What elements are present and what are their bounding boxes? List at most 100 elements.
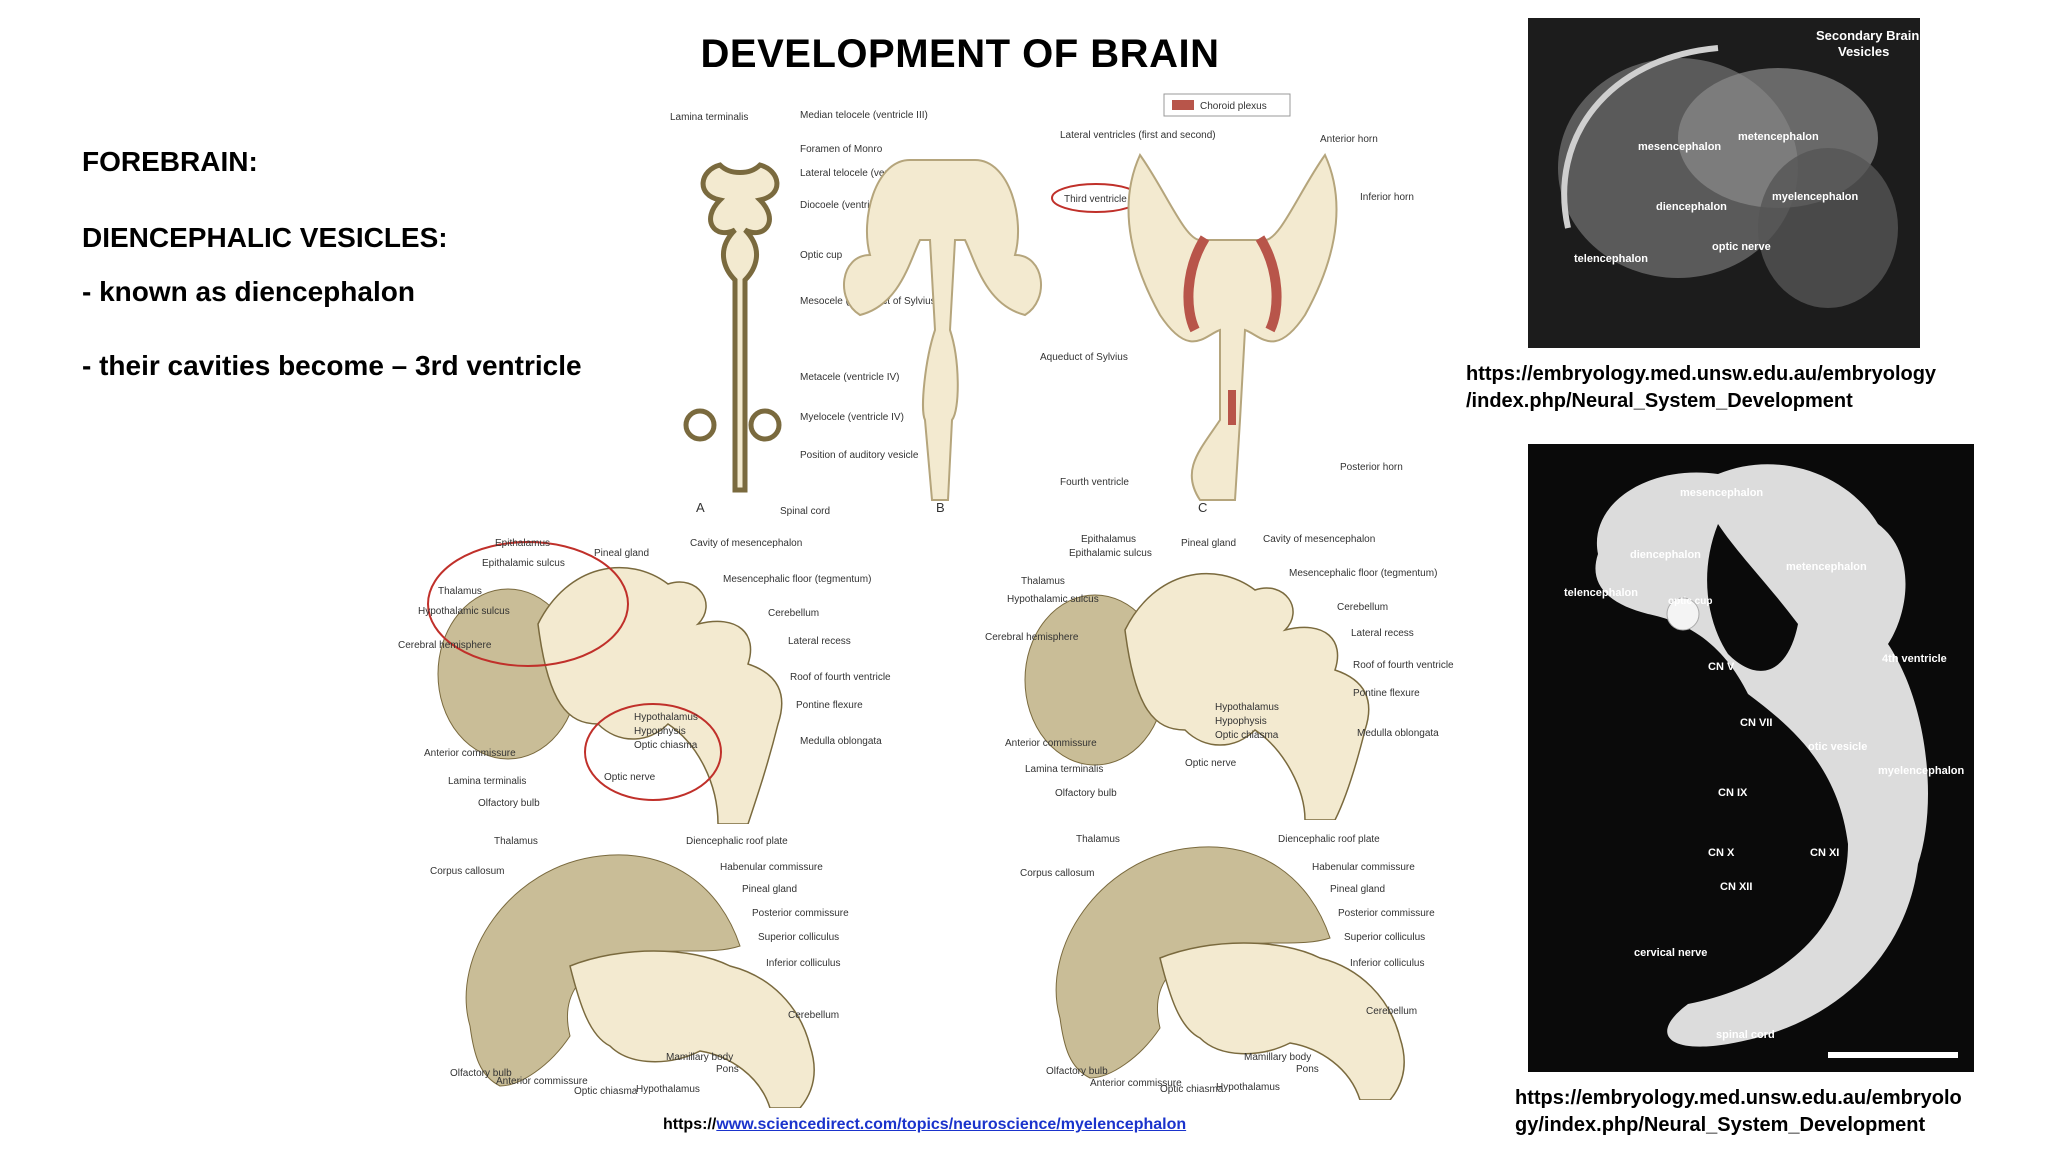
bl-label-olfactory-bulb: Olfactory bulb — [450, 1068, 512, 1079]
label-optic-cup: Optic cup — [800, 250, 843, 261]
bl-brainstem-shape — [569, 950, 815, 1108]
label-auditory-vesicle: Position of auditory vesicle — [800, 450, 919, 461]
br-label-thalamus: Thalamus — [1076, 834, 1120, 845]
bl-label-anterior-commissure: Anterior commissure — [496, 1076, 588, 1087]
mr-label-mesencephalic-floor: Mesencephalic floor (tegmentum) — [1289, 568, 1437, 579]
mr-label-olfactory-bulb: Olfactory bulb — [1055, 788, 1117, 799]
mr-label-hypophysis: Hypophysis — [1215, 716, 1267, 727]
ml-label-anterior-commissure: Anterior commissure — [424, 748, 516, 759]
sagittal-diagram-left: Epithalamus Epithalamic sulcus Thalamus … — [398, 538, 891, 824]
mr-diencephalon-shape — [1124, 572, 1370, 820]
bl-label-inferior-colliculus: Inferior colliculus — [766, 958, 840, 969]
panel-c-ventricles — [1127, 153, 1338, 501]
embryo-photo-bottom: mesencephalon diencephalon metencephalon… — [1528, 444, 1974, 1072]
adult-diagram-right: Thalamus Corpus callosum Diencephalic ro… — [1020, 834, 1435, 1100]
label-fourth-ventricle: Fourth ventricle — [1060, 477, 1129, 488]
mr-label-lamina-terminalis: Lamina terminalis — [1025, 764, 1103, 775]
mr-label-cerebellum: Cerebellum — [1337, 602, 1388, 613]
bl-label-corpus-callosum: Corpus callosum — [430, 866, 504, 877]
photo-bottom-caption-line1: https://embryology.med.unsw.edu.au/embry… — [1515, 1087, 1962, 1109]
br-label-habenular-commissure: Habenular commissure — [1312, 862, 1415, 873]
label-inferior-horn: Inferior horn — [1360, 192, 1414, 203]
mr-label-lateral-recess: Lateral recess — [1351, 628, 1414, 639]
br-label-cerebellum: Cerebellum — [1366, 1006, 1417, 1017]
br-label-anterior-commissure: Anterior commissure — [1090, 1078, 1182, 1089]
ml-label-pineal-gland: Pineal gland — [594, 548, 649, 559]
mr-label-cavity-mesencephalon: Cavity of mesencephalon — [1263, 534, 1375, 545]
ml-label-medulla-oblongata: Medulla oblongata — [800, 736, 882, 747]
mr-label-thalamus: Thalamus — [1021, 576, 1065, 587]
bl-label-cerebellum: Cerebellum — [788, 1010, 839, 1021]
mr-label-pontine-flexure: Pontine flexure — [1353, 688, 1420, 699]
br-label-olfactory-bulb: Olfactory bulb — [1046, 1066, 1108, 1077]
photo-bottom-caption-line2: gy/index.php/Neural_System_Development — [1515, 1114, 1926, 1136]
sciencedirect-link[interactable]: www.sciencedirect.com/topics/neuroscienc… — [716, 1116, 1187, 1133]
photo-top-heading-2: Vesicles — [1838, 44, 1889, 59]
photo-bottom-telencephalon: telencephalon — [1564, 587, 1638, 599]
br-hemisphere-shape — [1055, 846, 1331, 1079]
ml-label-cavity-mesencephalon: Cavity of mesencephalon — [690, 538, 802, 549]
photo-top-metencephalon: metencephalon — [1738, 131, 1819, 143]
photo-top-heading-1: Secondary Brain — [1816, 28, 1919, 43]
panel-a-tube — [683, 162, 782, 493]
bl-label-posterior-commissure: Posterior commissure — [752, 908, 849, 919]
br-label-pons: Pons — [1296, 1064, 1319, 1075]
bl-label-optic-chiasma: Optic chiasma — [574, 1086, 638, 1097]
bl-label-thalamus: Thalamus — [494, 836, 538, 847]
label-anterior-horn: Anterior horn — [1320, 134, 1378, 145]
mr-label-optic-chiasma: Optic chiasma — [1215, 730, 1279, 741]
source-credit-prefix: https:// — [663, 1116, 717, 1133]
ventricle-diagram: Choroid plexus A Lamina terminalis Media… — [670, 93, 1414, 517]
label-myelocele: Myelocele (ventricle IV) — [800, 412, 904, 423]
photo-top-mesencephalon: mesencephalon — [1638, 141, 1721, 153]
photo-bottom-cn-v: CN V — [1708, 661, 1735, 673]
mr-label-optic-nerve: Optic nerve — [1185, 758, 1237, 769]
br-label-hypothalamus: Hypothalamus — [1216, 1082, 1280, 1093]
photo-bottom-cn-xi: CN XI — [1810, 847, 1839, 859]
label-posterior-horn: Posterior horn — [1340, 462, 1403, 473]
photo-bottom-optic-cup: optic cup — [1668, 596, 1712, 607]
label-metacele: Metacele (ventricle IV) — [800, 372, 899, 383]
photo-bottom-caption: https://embryology.med.unsw.edu.au/embry… — [1515, 1085, 1962, 1139]
label-lateral-telocele: Lateral telocele (ventricle II) — [800, 168, 923, 179]
ml-label-thalamus: Thalamus — [438, 586, 482, 597]
bl-label-superior-colliculus: Superior colliculus — [758, 932, 839, 943]
label-aqueduct-sylvius: Aqueduct of Sylvius — [1040, 352, 1128, 363]
panel-a-letter: A — [696, 500, 705, 515]
photo-top-diencephalon: diencephalon — [1656, 201, 1727, 213]
choroid-right — [1255, 235, 1282, 333]
point-known-as: - known as diencephalon — [82, 276, 415, 307]
photo-bottom-spinal-cord: spinal cord — [1716, 1029, 1775, 1041]
photo-bottom-cervical-nerve: cervical nerve — [1634, 947, 1707, 959]
panel-b-ventricles — [843, 159, 1042, 501]
ml-label-optic-chiasma: Optic chiasma — [634, 740, 698, 751]
br-label-corpus-callosum: Corpus callosum — [1020, 868, 1094, 879]
photo-bottom-cn-vii: CN VII — [1740, 717, 1772, 729]
mr-label-hypothalamic-sulcus: Hypothalamic sulcus — [1007, 594, 1099, 605]
label-median-telocele: Median telocele (ventricle III) — [800, 110, 928, 121]
br-label-mamillary-body: Mamillary body — [1244, 1052, 1311, 1063]
br-label-posterior-commissure: Posterior commissure — [1338, 908, 1435, 919]
panel-c-letter: C — [1198, 500, 1207, 515]
hypothalamus-highlight — [584, 703, 722, 801]
mr-label-epithalamus: Epithalamus — [1081, 534, 1136, 545]
legend-label: Choroid plexus — [1200, 101, 1267, 112]
br-label-superior-colliculus: Superior colliculus — [1344, 932, 1425, 943]
panel-b-letter: B — [936, 500, 945, 515]
ml-label-olfactory-bulb: Olfactory bulb — [478, 798, 540, 809]
sagittal-diagram-right: Epithalamus Epithalamic sulcus Thalamus … — [985, 534, 1454, 820]
photo-bottom-cn-ix: CN IX — [1718, 787, 1748, 799]
point-cavities: - their cavities become – 3rd ventricle — [82, 350, 582, 381]
diencephalic-heading: DIENCEPHALIC VESICLES: — [82, 222, 448, 253]
photo-top-caption-line2: /index.php/Neural_System_Development — [1466, 390, 1853, 412]
br-brainstem-shape — [1159, 942, 1405, 1100]
photo-bottom-cn-xii: CN XII — [1720, 881, 1752, 893]
adult-diagram-left: Thalamus Corpus callosum Diencephalic ro… — [430, 836, 849, 1108]
br-label-pineal-gland: Pineal gland — [1330, 884, 1385, 895]
epithalamus-highlight — [427, 541, 629, 667]
photo-bottom-metencephalon: metencephalon — [1786, 561, 1867, 573]
bl-label-pons: Pons — [716, 1064, 739, 1075]
label-spinal-cord: Spinal cord — [780, 506, 830, 517]
photo-top-telencephalon: telencephalon — [1574, 253, 1648, 265]
ml-label-mesencephalic-floor: Mesencephalic floor (tegmentum) — [723, 574, 871, 585]
